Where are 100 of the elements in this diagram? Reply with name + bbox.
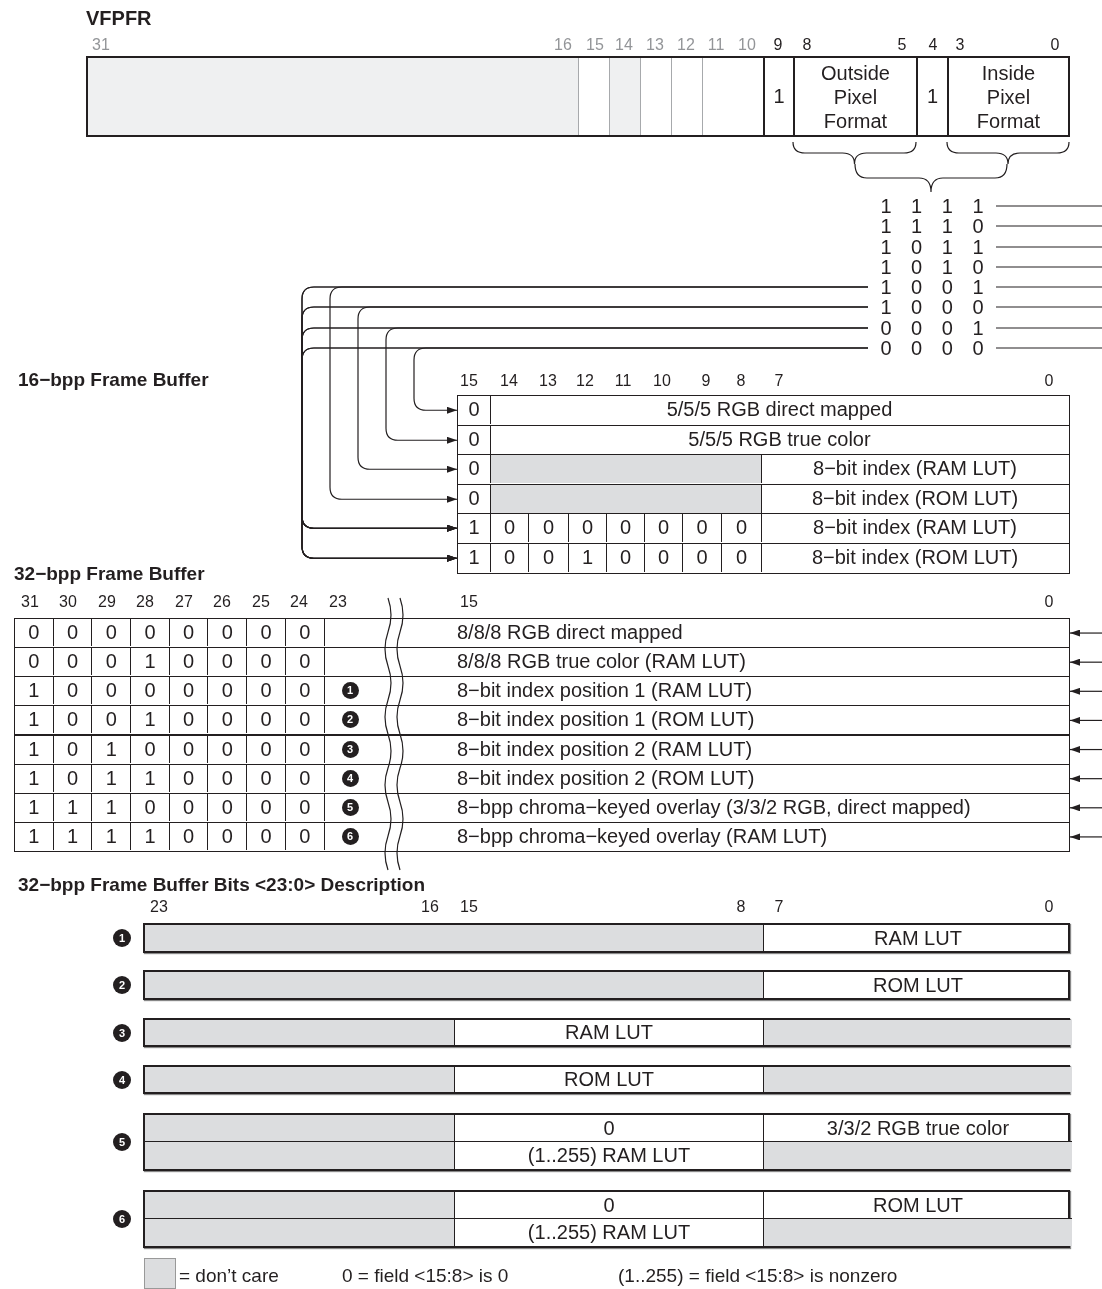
bit-value: 0: [221, 824, 233, 848]
bit-value: 0: [619, 546, 632, 570]
table-row: [14, 676, 1070, 707]
field-label: 8−bit index (ROM LUT): [811, 487, 1019, 511]
connector-arrow: [1069, 746, 1102, 754]
field-label: ROM LUT: [873, 1193, 963, 1217]
bit-value: 0: [260, 650, 272, 674]
bit-value: 1: [105, 766, 117, 790]
connector-line: [995, 205, 1102, 207]
table-row: [143, 1018, 1070, 1047]
bit-value: 0: [183, 824, 195, 848]
table-row: [143, 1190, 1070, 1248]
bit-value: 0: [260, 795, 272, 819]
bit-number: 0: [1049, 35, 1061, 55]
connector-line: [995, 347, 1102, 349]
field-label: 8−bit index position 1 (RAM LUT): [457, 679, 753, 703]
bit-value: 0: [260, 708, 272, 732]
field-label: (1..255) RAM LUT: [527, 1144, 691, 1167]
bit-value: 0: [260, 621, 272, 644]
bit-value: 0: [696, 516, 708, 540]
bit-value: 0: [183, 621, 195, 644]
bit-value: 0: [221, 621, 233, 644]
bit-value: 0: [144, 679, 156, 703]
bit-value: 0: [260, 766, 272, 790]
field-label: RAM LUT: [565, 1021, 653, 1044]
bit-value: 0: [28, 621, 40, 644]
bit-value: 1: [66, 824, 79, 848]
bit-value: 1: [28, 795, 40, 819]
bit-value: 0: [299, 708, 311, 732]
bit-number: 12: [676, 35, 696, 55]
field-label: 3/3/2 RGB true color: [826, 1116, 1010, 1140]
bit-number: 10: [737, 35, 757, 55]
field-label: 1: [773, 85, 785, 108]
connector-line: [995, 225, 1102, 227]
bit-number: 9: [772, 35, 784, 55]
callout-number: 6: [113, 1210, 131, 1228]
field-label: 0: [603, 1116, 615, 1140]
bit-number: 10: [652, 371, 672, 391]
bit-value: 0: [503, 546, 516, 570]
table-row: [14, 792, 1070, 823]
bit-number: 9: [700, 371, 712, 391]
table-row: [457, 395, 1070, 426]
bit-number: 15: [585, 35, 605, 55]
legend-note: 0 = field <15:8> is 0: [342, 1265, 509, 1287]
field-label: 1: [926, 85, 939, 108]
bit-value: 0: [66, 708, 79, 732]
bit-value: 0: [657, 516, 670, 540]
bit-number: 13: [645, 35, 665, 55]
bit-value: 0: [183, 708, 195, 732]
table-row: [457, 543, 1070, 574]
bit-value: 0: [221, 679, 233, 703]
table-row: [143, 923, 1070, 953]
bit-value: 0: [468, 457, 480, 481]
field-label: 0: [603, 1193, 615, 1217]
bit-value: 0: [183, 766, 195, 790]
bit-value: 1: [144, 766, 156, 790]
bit-value: 0: [28, 650, 40, 674]
field-label: 8−bit index position 1 (ROM LUT): [457, 708, 755, 732]
bit-value: 1: [144, 708, 156, 732]
register-outline: [86, 56, 1070, 137]
bit-number: 27: [174, 592, 194, 612]
bit-value: 1: [28, 679, 40, 703]
bit-value: 0: [696, 546, 708, 570]
table-row: [14, 763, 1070, 794]
bit-value: 0: [221, 795, 233, 819]
field-label: 8−bit index position 2 (ROM LUT): [457, 766, 755, 790]
table-row: [14, 705, 1070, 736]
bit-value: 0: [299, 679, 311, 703]
table-row: [457, 425, 1070, 456]
legend-note: (1..255) = field <15:8> is nonzero: [618, 1265, 898, 1287]
callout-number: 4: [113, 1070, 131, 1089]
bit-value: 0: [183, 679, 195, 703]
bit-value: 0: [581, 516, 594, 540]
bit-value: 1: [144, 650, 156, 674]
field-label: Outside Pixel Format: [820, 60, 891, 133]
bit-value: 0: [735, 546, 748, 570]
bit-number: 23: [328, 592, 348, 612]
bit-number: 0: [1043, 371, 1055, 391]
section-heading: 32−bpp Frame Buffer: [14, 563, 205, 585]
callout-number: 2: [341, 711, 359, 729]
bit-number: 13: [538, 371, 558, 391]
connector-line: [995, 286, 1102, 288]
bit-number: 30: [58, 592, 78, 612]
bit-value: 0: [105, 708, 117, 732]
bit-value: 1: [66, 795, 79, 819]
bit-value: 1: [28, 766, 40, 790]
bit-number: 7: [773, 897, 785, 917]
bit-number: 14: [499, 371, 519, 391]
bit-number: 3: [954, 35, 966, 55]
bit-value: 0: [221, 766, 233, 790]
bit-value: 0: [299, 650, 311, 674]
bit-number: 31: [20, 592, 40, 612]
bit-number: 25: [251, 592, 271, 612]
bit-number: 16: [420, 897, 440, 917]
connector-arrow: [1069, 833, 1102, 841]
bit-value: 0: [299, 737, 311, 761]
callout-number: 6: [341, 827, 359, 845]
bit-value: 1: [28, 824, 40, 848]
table-row: [14, 647, 1070, 678]
table-row: [457, 454, 1070, 485]
